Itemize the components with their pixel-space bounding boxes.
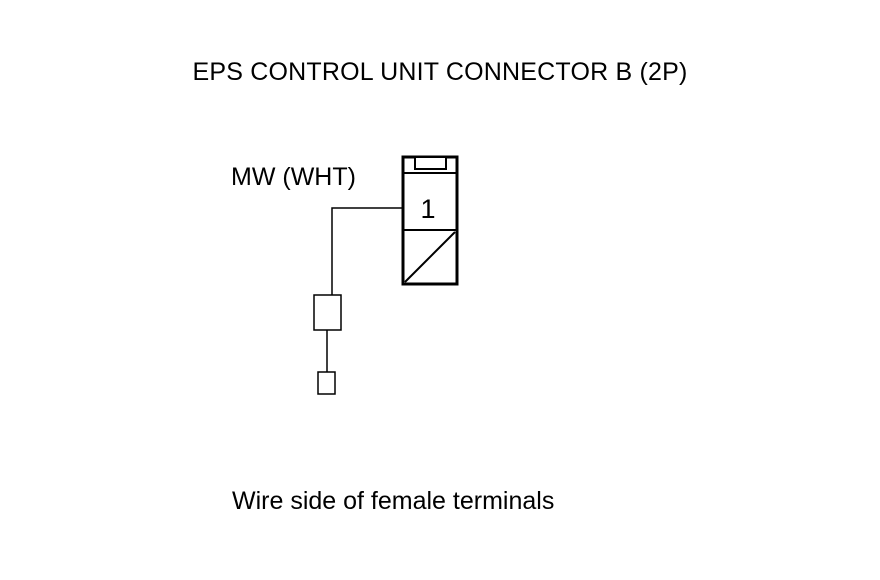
connector-housing [401,155,459,286]
terminal-number-1: 1 [420,194,435,224]
terminal-view-caption: Wire side of female terminals [232,487,555,515]
diagram-title: EPS CONTROL UNIT CONNECTOR B (2P) [192,58,688,86]
wire-color-label: MW (WHT) [231,163,356,191]
empty-cavity-mark [404,231,456,283]
test-probe-body [313,294,342,331]
test-probe-tip [317,371,336,395]
connector-lock-tab [414,156,447,170]
wire-lead [331,207,403,295]
